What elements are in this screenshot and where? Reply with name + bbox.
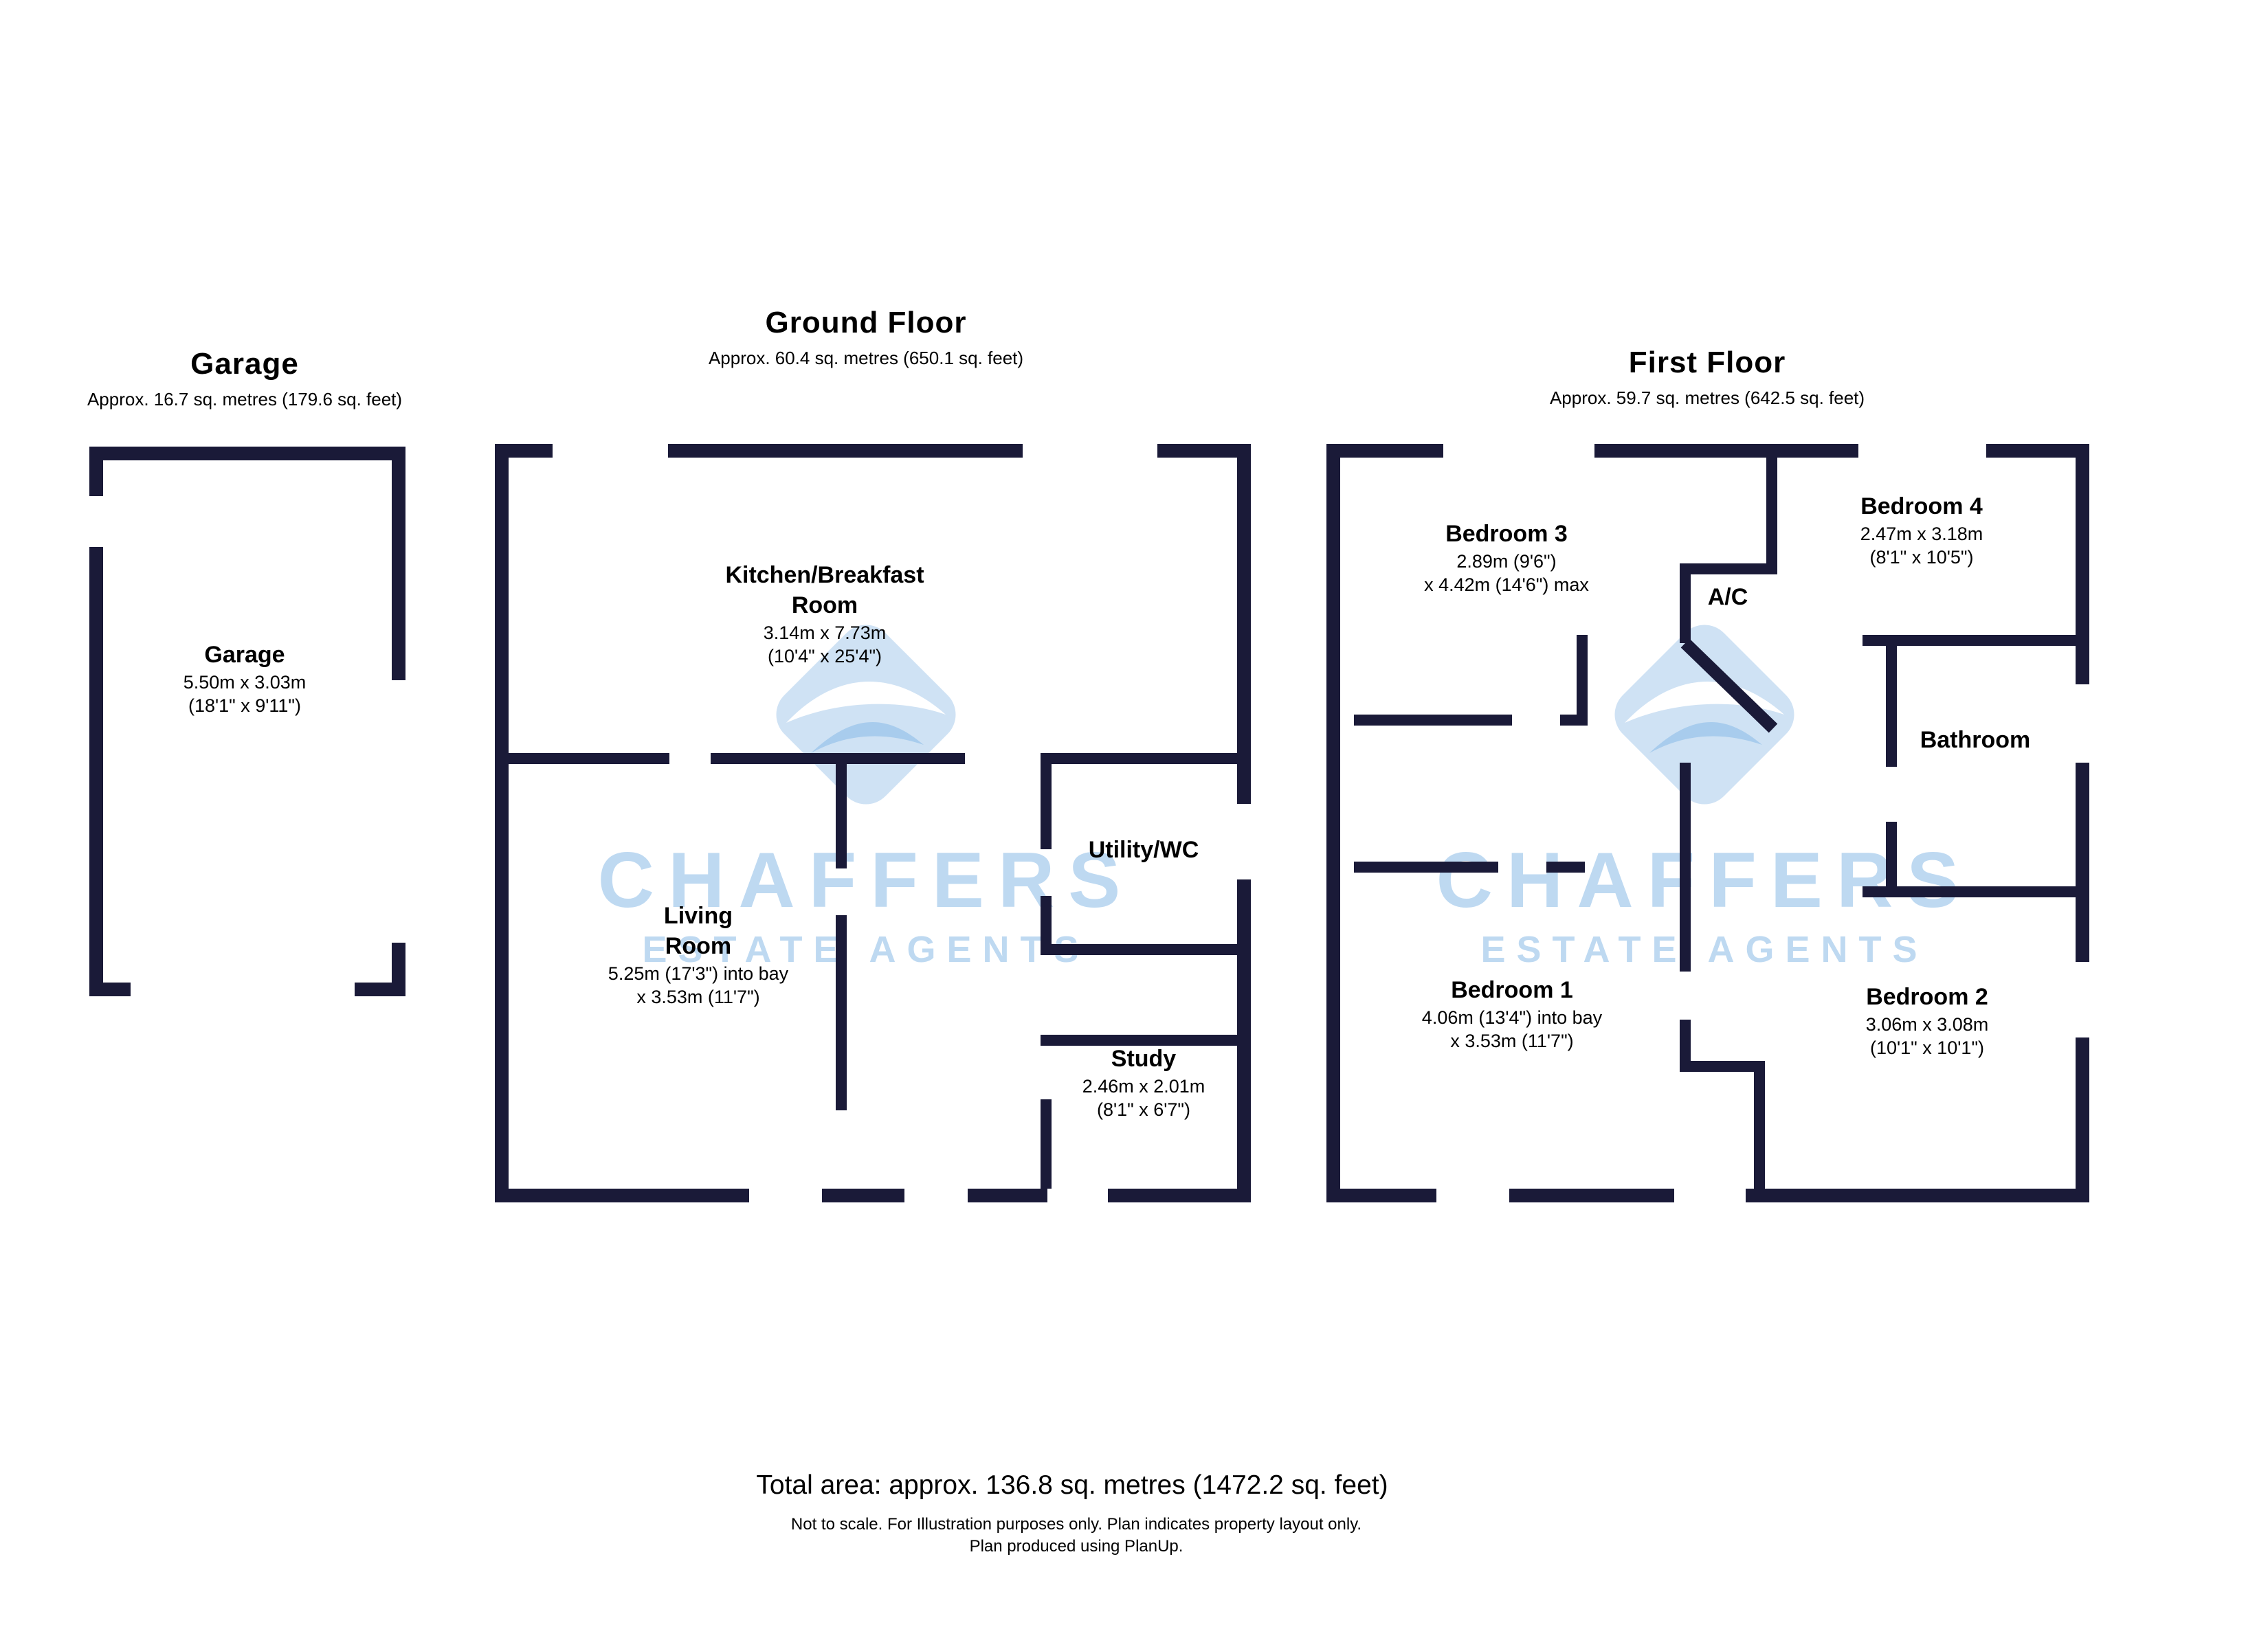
watermark-brand-text: CHAFFERS (598, 837, 1135, 924)
room-dim: 5.25m (17'3") into bay (608, 963, 789, 983)
first-floor-area: Approx. 59.7 sq. metres (642.5 sq. feet) (1549, 388, 1865, 408)
ground-floor-area: Approx. 60.4 sq. metres (650.1 sq. feet) (708, 348, 1024, 368)
room-name: Kitchen/Breakfast Room (725, 562, 924, 618)
room-dim: 2.46m x 2.01m (1082, 1075, 1205, 1097)
disclaimer-text: Not to scale. For Illustration purposes … (790, 1514, 1362, 1534)
room-dim: 2.89m (9'6") (1456, 550, 1557, 572)
watermark-brand-text: CHAFFERS (1436, 837, 1973, 924)
garage-walls (89, 447, 405, 996)
stairs-wall-diagonal (1680, 638, 1778, 733)
garage-section-title: Garage (190, 346, 299, 381)
room-dim: (8'1" x 6'7") (1096, 1099, 1191, 1121)
first-floor-header: First Floor Approx. 59.7 sq. metres (642… (1550, 345, 1865, 408)
room-label-ac: A/C (1708, 583, 1748, 613)
garage-section-header: Garage Approx. 16.7 sq. metres (179.6 sq… (87, 346, 402, 410)
room-label-study: Study 2.46m x 2.01m (8'1" x 6'7") (1082, 1044, 1205, 1122)
room-name: Garage (204, 642, 285, 668)
room-dim: (10'1" x 10'1") (1869, 1037, 1985, 1059)
room-label-kitchen: Kitchen/Breakfast Room 3.14m x 7.73m (10… (694, 561, 955, 668)
room-dim: 3.14m x 7.73m (763, 622, 887, 642)
room-label-bathroom: Bathroom (1920, 726, 2031, 756)
room-name: Bedroom 2 (1866, 984, 1988, 1010)
first-floor-walls (1326, 444, 2089, 1202)
first-floor-title: First Floor (1628, 345, 1786, 379)
room-dim: x 3.53m (11'7") (636, 986, 760, 1007)
room-label-utility-wc: Utility/WC (1089, 835, 1199, 866)
producer-text: Plan produced using PlanUp. (969, 1536, 1183, 1556)
room-dim: 2.47m x 3.18m (1860, 523, 1983, 544)
watermark-logo-icon (1603, 613, 1806, 816)
room-label-bedroom-3: Bedroom 3 2.89m (9'6") x 4.42m (14'6") m… (1424, 519, 1589, 597)
room-label-garage: Garage 5.50m x 3.03m (18'1" x 9'11") (184, 640, 307, 718)
watermark-sub-text: ESTATE AGENTS (642, 929, 1089, 970)
room-dim: (10'4" x 25'4") (767, 645, 882, 666)
room-name: A/C (1707, 584, 1748, 610)
room-name: Living Room (663, 903, 733, 959)
room-dim: x 3.53m (11'7") (1450, 1031, 1574, 1052)
total-area-text: Total area: approx. 136.8 sq. metres (14… (756, 1470, 1388, 1501)
room-name: Bathroom (1920, 727, 2031, 753)
watermark-ground: CHAFFERS ESTATE AGENTS (598, 613, 1135, 970)
watermark-sub-text: ESTATE AGENTS (1480, 929, 1928, 970)
room-dim: 4.06m (13'4") into bay (1421, 1007, 1603, 1028)
ground-floor-walls (495, 444, 1251, 1202)
room-label-bedroom-2: Bedroom 2 3.06m x 3.08m (10'1" x 10'1") (1866, 983, 1989, 1060)
room-dim: x 4.42m (14'6") max (1424, 574, 1589, 596)
room-name: Bedroom 1 (1451, 977, 1573, 1003)
room-label-bedroom-4: Bedroom 4 2.47m x 3.18m (8'1" x 10'5") (1860, 492, 1983, 570)
room-name: Study (1111, 1046, 1177, 1072)
garage-section-area: Approx. 16.7 sq. metres (179.6 sq. feet) (87, 389, 403, 410)
room-name: Bedroom 3 (1445, 521, 1568, 547)
room-dim: (18'1" x 9'11") (188, 695, 302, 717)
room-dim: (8'1" x 10'5") (1869, 547, 1974, 568)
room-dim: 5.50m x 3.03m (183, 671, 307, 693)
room-label-living-room: Living Room 5.25m (17'3") into bay x 3.5… (608, 901, 788, 1009)
watermark-first: CHAFFERS ESTATE AGENTS (1436, 613, 1973, 970)
room-label-bedroom-1: Bedroom 1 4.06m (13'4") into bay x 3.53m… (1422, 976, 1602, 1053)
ground-floor-header: Ground Floor Approx. 60.4 sq. metres (65… (709, 305, 1023, 368)
room-dim: 3.06m x 3.08m (1865, 1013, 1989, 1035)
room-name: Utility/WC (1088, 837, 1199, 863)
room-name: Bedroom 4 (1860, 493, 1983, 519)
ground-floor-title: Ground Floor (765, 305, 967, 339)
